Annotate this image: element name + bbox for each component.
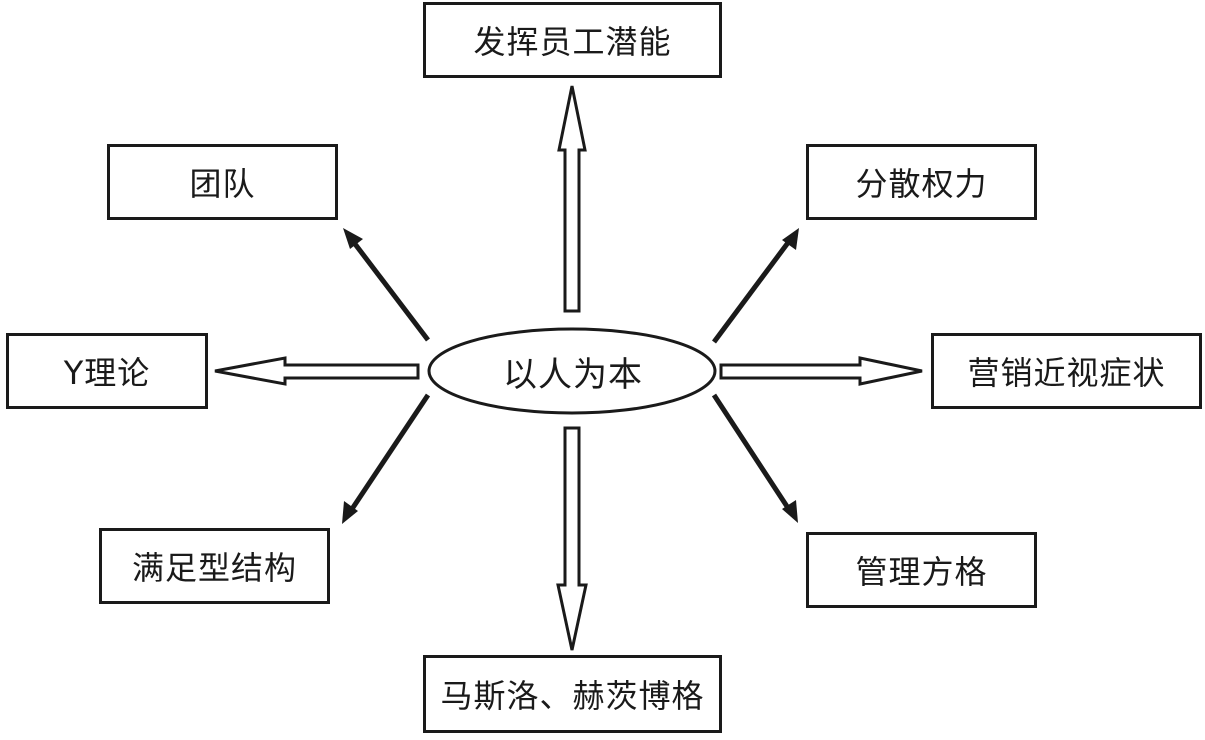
node-left: Y理论 — [6, 333, 208, 409]
center-ellipse — [427, 327, 717, 415]
node-right: 营销近视症状 — [931, 333, 1202, 409]
node-bottom-right: 管理方格 — [806, 532, 1037, 608]
arrow-to-right — [719, 356, 923, 386]
arrow-to-top-right — [711, 228, 799, 344]
arrow-to-bottom-right — [711, 393, 798, 523]
arrow-to-left — [214, 356, 420, 386]
node-top: 发挥员工潜能 — [423, 2, 722, 78]
arrow-to-top — [557, 85, 587, 313]
node-bottom: 马斯洛、赫茨博格 — [423, 655, 722, 733]
arrow-to-bottom-left — [342, 393, 431, 524]
node-top-right: 分散权力 — [806, 144, 1037, 220]
arrow-to-top-left — [343, 228, 430, 342]
center-label: 以人为本 — [503, 354, 643, 395]
node-bottom-left: 满足型结构 — [99, 528, 330, 604]
arrow-to-bottom — [556, 426, 588, 651]
node-top-left: 团队 — [107, 144, 338, 220]
